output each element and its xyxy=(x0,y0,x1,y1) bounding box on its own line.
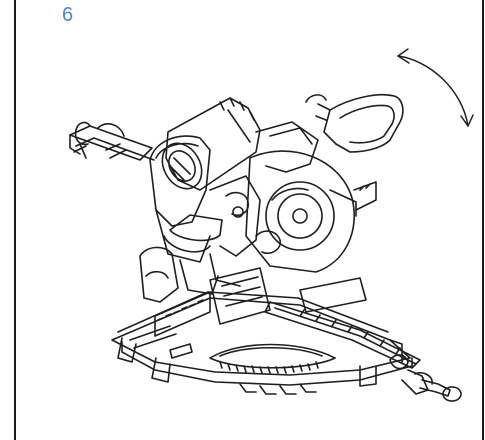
saw-fence xyxy=(154,267,367,337)
step-number: 6 xyxy=(62,4,74,26)
saw-motor-cylinder xyxy=(161,97,261,191)
left-page-border xyxy=(14,0,16,440)
saw-pivot-arm xyxy=(179,121,319,295)
rotation-arrow-icon xyxy=(397,48,474,127)
saw-base xyxy=(111,291,413,395)
saw-blade-guard xyxy=(245,150,377,273)
saw-bevel-handle xyxy=(419,379,462,402)
saw-motor-housing xyxy=(149,135,223,263)
saw-slide-rails xyxy=(69,121,155,161)
saw-left-support xyxy=(139,246,179,303)
right-page-border xyxy=(482,0,484,440)
saw-extension-rail xyxy=(264,301,433,395)
saw-top-handle xyxy=(305,93,404,153)
miter-saw-illustration xyxy=(60,40,485,410)
